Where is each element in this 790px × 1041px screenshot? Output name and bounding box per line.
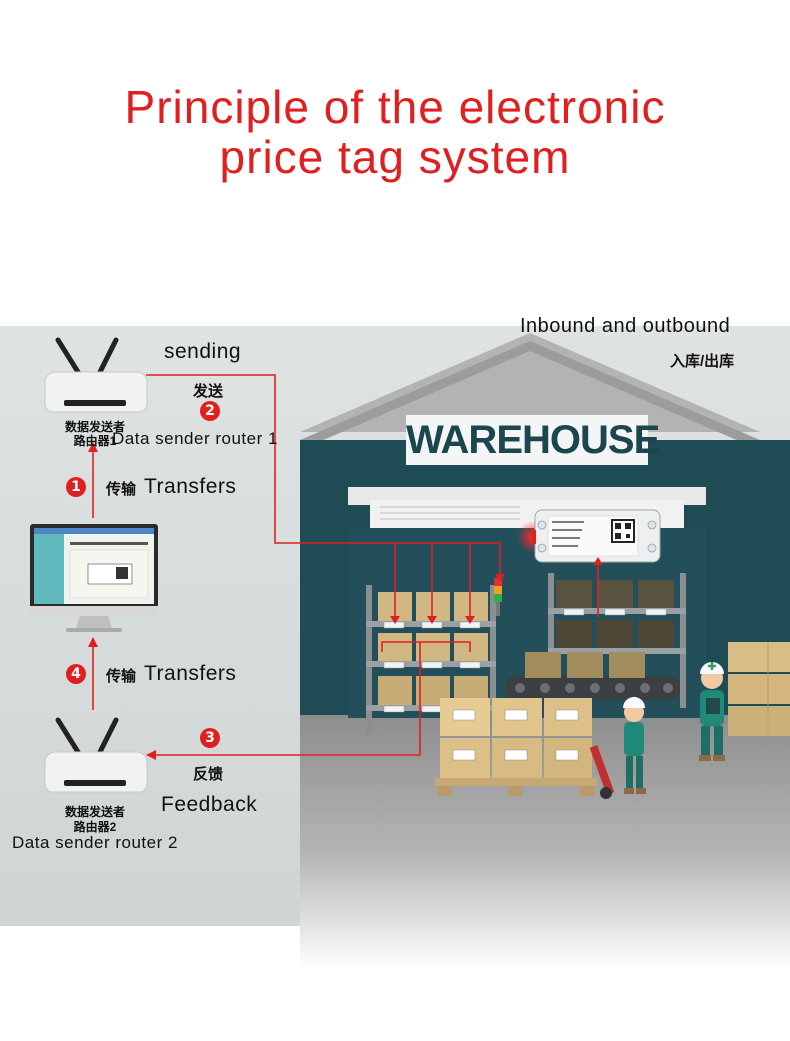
router2-en-name: Data sender router 2 <box>12 833 178 852</box>
warehouse-sign: WAREHOUSE <box>406 415 660 465</box>
wifi-router-icon <box>44 717 148 793</box>
shelf-right <box>548 573 686 708</box>
feedback-cn-label: 反馈 <box>193 766 224 783</box>
stacked-boxes-right <box>728 642 790 736</box>
inbound-outbound-cn-label: 入库/出库 <box>670 353 735 370</box>
shelf-left <box>366 585 496 735</box>
feedback-en-label: Feedback <box>161 793 258 816</box>
sending-cn-label: 发送 <box>193 383 224 400</box>
wifi-router-icon <box>44 337 148 413</box>
sending-label: sending <box>164 340 242 363</box>
conveyor-belt <box>505 652 680 700</box>
worker-icon <box>589 697 646 799</box>
transfers1-cn-label: 传输 <box>106 481 137 498</box>
transfers2-cn-label: 传输 <box>106 668 137 685</box>
title-line-1: Principle of the electronic <box>124 81 666 133</box>
step-4-badge: 4 <box>66 664 86 684</box>
step-1-badge: 1 <box>66 477 86 497</box>
transfers1-en-label: Transfers <box>144 475 237 498</box>
signal-light-icon <box>494 578 502 616</box>
computer-monitor-icon <box>30 524 158 632</box>
router1-en-name: Data sender router 1 <box>112 429 278 448</box>
flow-lines <box>92 374 599 756</box>
step-3-badge: 3 <box>200 728 220 748</box>
pallet-boxes <box>435 698 597 796</box>
router1-cn-name-2: 路由器1 <box>73 434 117 448</box>
router2-cn-name: 数据发送者 <box>64 805 125 819</box>
step-2-badge: 2 <box>200 401 220 421</box>
arrow-heads <box>88 442 603 760</box>
router2-cn-name-2: 路由器2 <box>73 820 117 834</box>
worker-icon <box>699 662 725 761</box>
electronic-shelf-label-icon <box>517 509 661 563</box>
title-line-2: price tag system <box>219 131 571 183</box>
transfers2-en-label: Transfers <box>144 662 237 685</box>
router1-cn-name: 数据发送者 <box>64 420 125 434</box>
inbound-outbound-label: Inbound and outbound <box>520 315 731 337</box>
